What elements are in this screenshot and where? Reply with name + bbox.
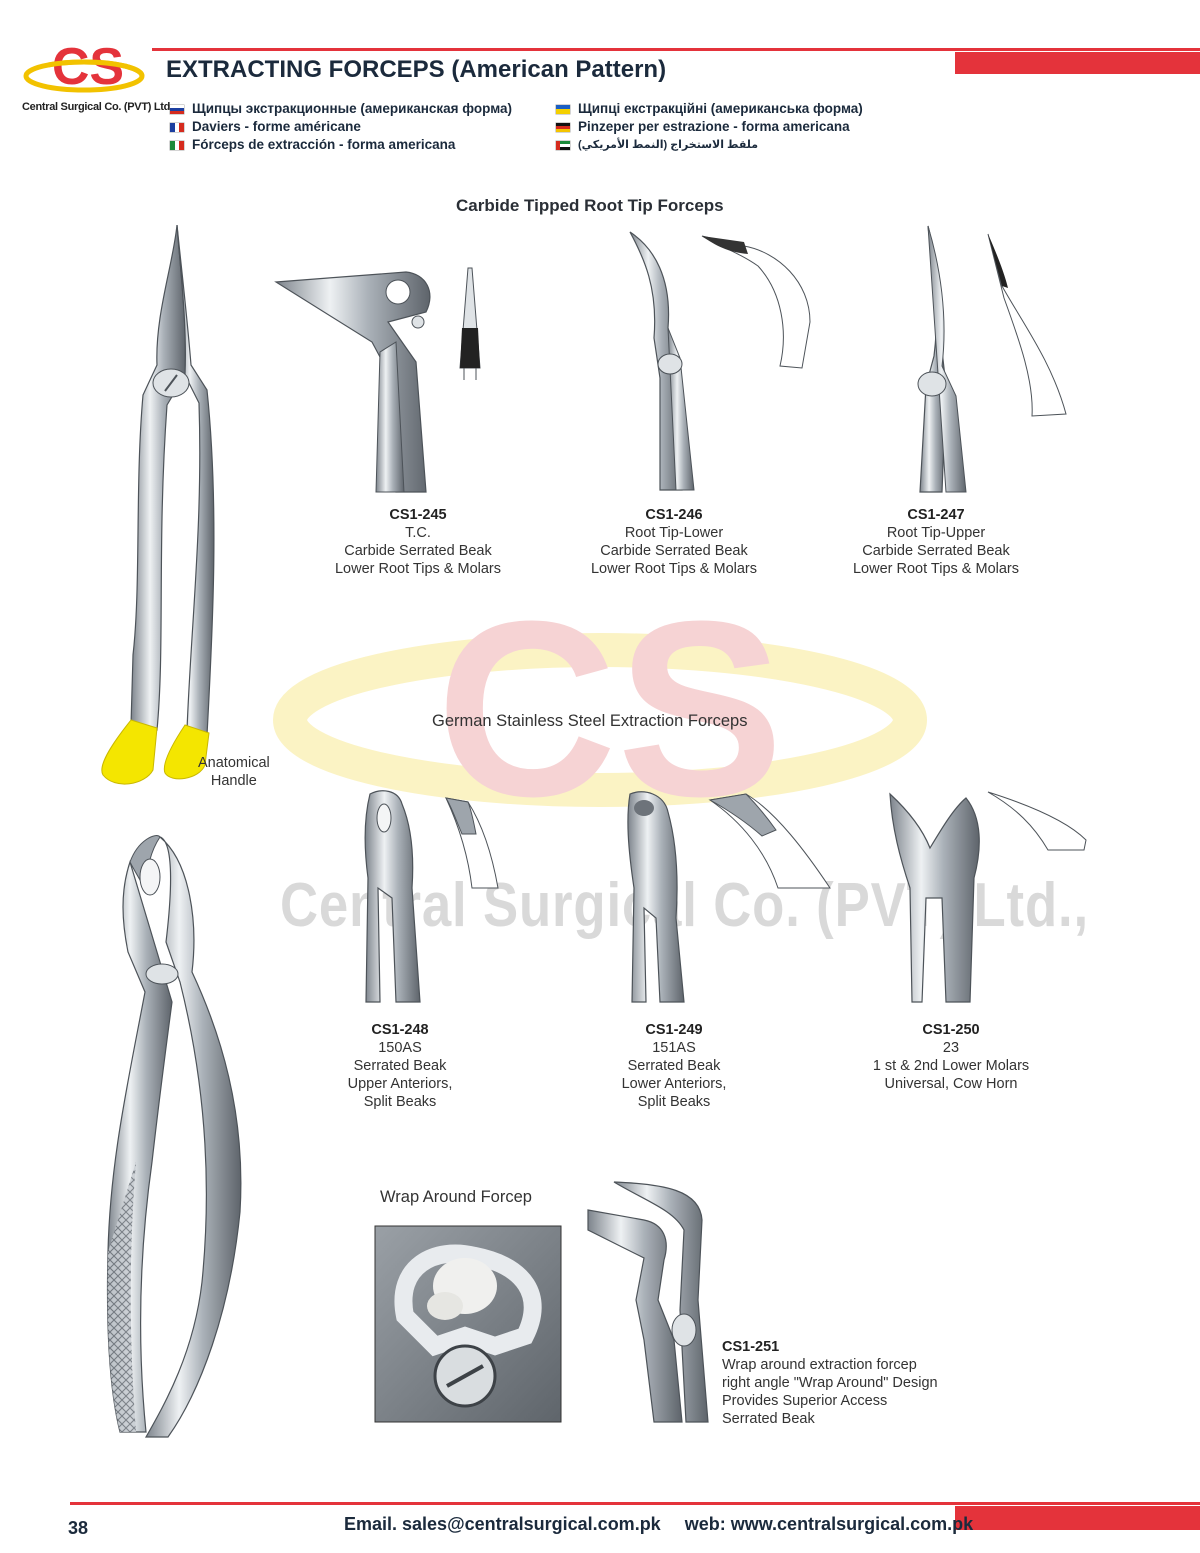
ukraine-flag-icon [556,104,570,114]
cs1-245-image [274,271,431,493]
cs1-250-tip-detail [987,791,1087,851]
cs1-245-caption: CS1-245 T.C. Carbide Serrated Beak Lower… [310,506,526,578]
cs1-247-tip-detail [987,233,1067,417]
translations-right: Щипці екстракційні (американська форма) … [556,100,863,154]
translation-german: Pinzeper per estrazione - forma american… [556,118,863,136]
german-section-title: German Stainless Steel Extraction Forcep… [432,712,748,730]
footer-red-block [955,1506,1200,1530]
cs1-248-tip-detail [445,797,499,889]
russia-flag-icon [170,104,184,114]
anatomical-forceps-image [101,224,215,785]
cs1-249-caption: CS1-249 151AS Serrated Beak Lower Anteri… [594,1021,754,1111]
cs1-246-tip-detail [701,235,811,369]
header-rule [152,48,1200,51]
page-number: 38 [68,1518,89,1538]
product-code: CS1-246 [645,507,703,523]
translation-ukrainian: Щипці екстракційні (американська форма) [556,100,863,118]
header-red-block [955,52,1200,74]
cs1-251-image [587,1181,709,1423]
product-code: CS1-248 [371,1022,429,1038]
product-code: CS1-251 [722,1339,780,1355]
footer-rule [70,1502,1200,1505]
cs1-250-caption: CS1-250 23 1 st & 2nd Lower Molars Unive… [846,1021,1056,1093]
footer-email[interactable]: Email. sales@centralsurgical.com.pk [344,1514,661,1534]
product-code: CS1-247 [907,507,965,523]
cs1-248-caption: CS1-248 150AS Serrated Beak Upper Anteri… [320,1021,480,1111]
cs1-247-image [917,225,967,493]
anatomical-handle-label: Anatomical Handle [198,755,270,789]
cs1-249-tip-detail [708,793,831,889]
italy-flag-icon [170,140,185,150]
standard-forceps-image [106,835,242,1438]
carbide-section-title: Carbide Tipped Root Tip Forceps [456,196,724,215]
logo-letters: CS [52,38,124,96]
company-logo: CS [23,38,145,96]
wrap-around-photo [374,1225,562,1423]
france-flag-icon [170,122,185,132]
cs1-246-image [629,231,695,491]
wrap-section-title: Wrap Around Forcep [380,1188,532,1206]
page-title: EXTRACTING FORCEPS (American Pattern) [166,56,667,83]
cs1-245-tip-detail [459,267,481,380]
uae-flag-icon [556,140,570,150]
translation-spanish: Fórceps de extracción - forma americana [170,136,512,154]
product-code: CS1-250 [922,1022,980,1038]
product-code: CS1-249 [645,1022,703,1038]
translations-left: Щипцы экстракционные (американская форма… [170,100,512,154]
cs1-250-image [889,792,980,1003]
cs1-251-caption: CS1-251 Wrap around extraction forcep ri… [722,1339,938,1427]
cs1-248-image [364,790,421,1003]
translation-arabic: ملقط الاستخراج (النمط الأمريكي) [556,136,863,154]
cs1-249-image [627,791,685,1003]
footer-contact: Email. sales@centralsurgical.com.pk web: … [344,1514,973,1535]
company-name: Central Surgical Co. (PVT) Ltd. [22,101,173,113]
footer-web[interactable]: web: www.centralsurgical.com.pk [684,1514,974,1534]
product-code: CS1-245 [389,507,447,523]
germany-flag-icon [556,122,570,132]
cs1-247-caption: CS1-247 Root Tip-Upper Carbide Serrated … [828,506,1044,578]
translation-french: Daviers - forme américane [170,118,512,136]
translation-russian: Щипцы экстракционные (американская форма… [170,100,512,118]
cs1-246-caption: CS1-246 Root Tip-Lower Carbide Serrated … [566,506,782,578]
